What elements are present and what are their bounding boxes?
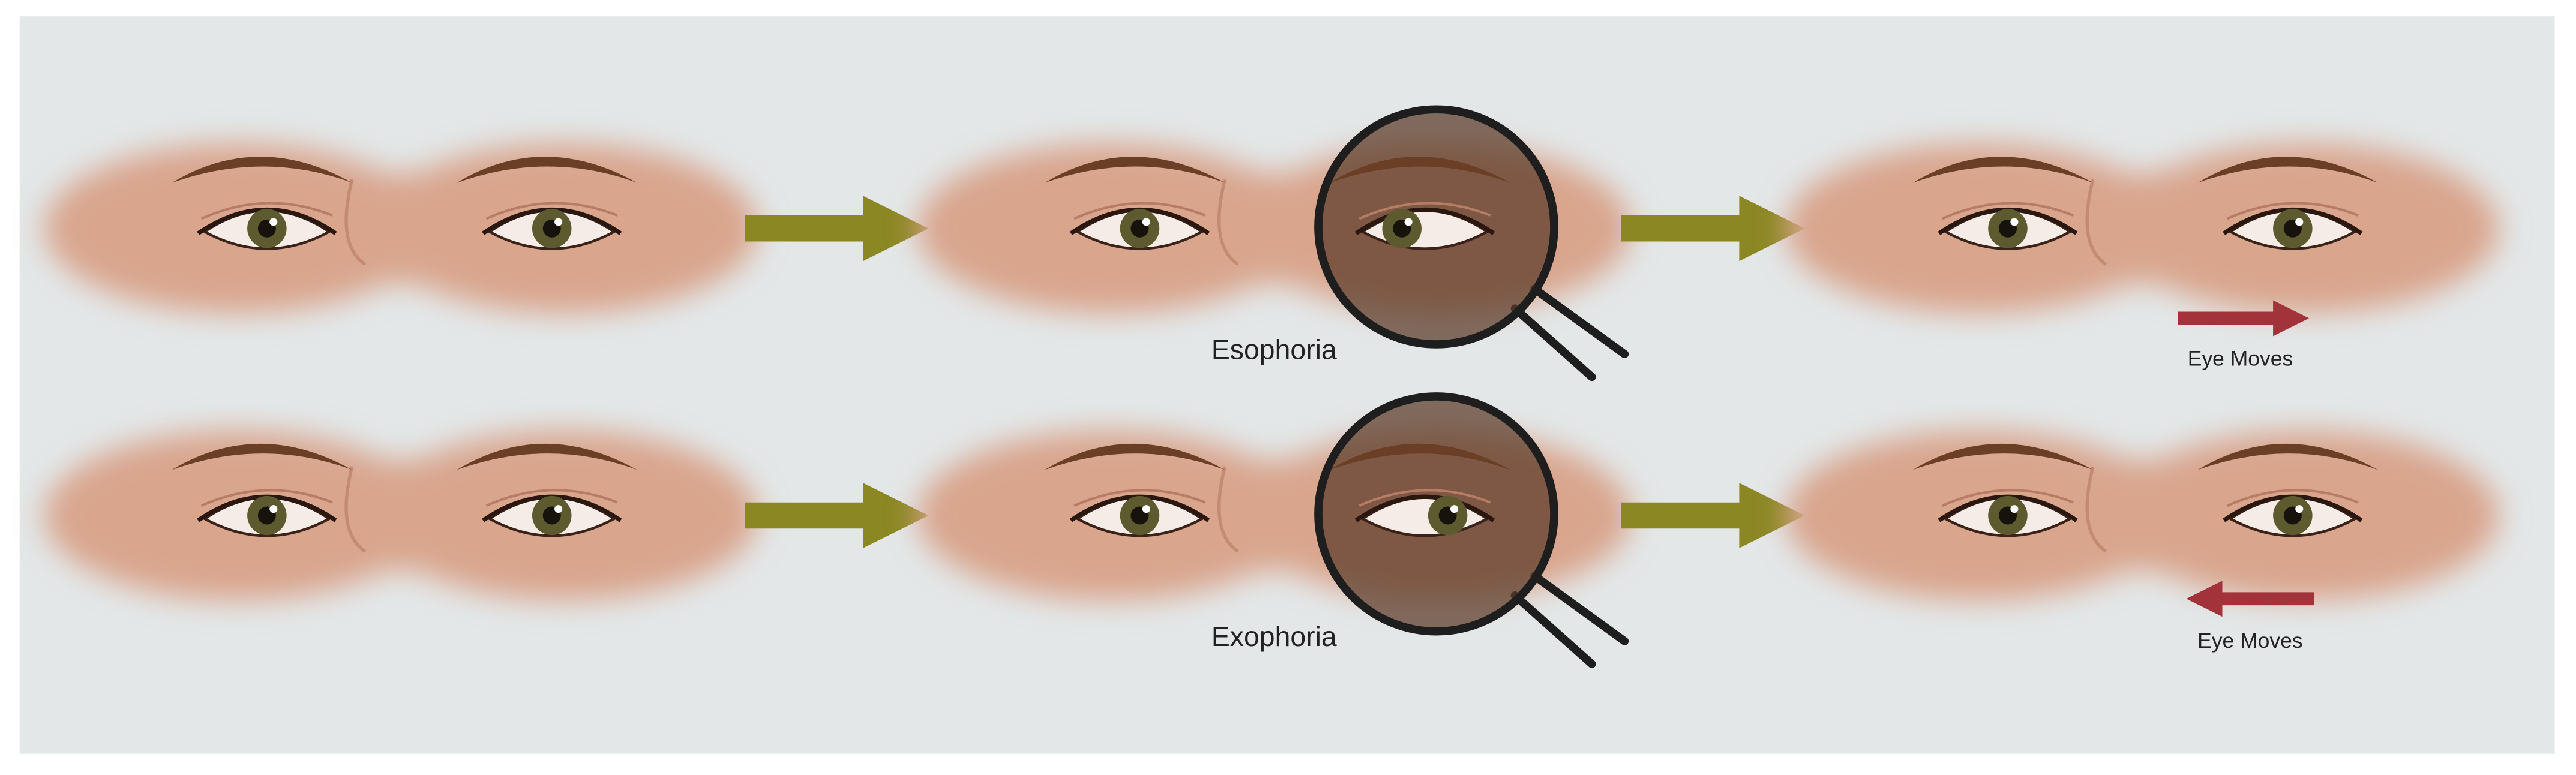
eyelash-line — [1354, 494, 1495, 522]
pupil-highlight — [1404, 218, 1413, 226]
eyebrow — [1045, 157, 1225, 183]
right-eye — [2197, 443, 2378, 537]
eyelid-crease — [1073, 202, 1206, 220]
magnifier-handle-right — [1530, 572, 1629, 645]
pupil-highlight — [554, 218, 563, 226]
right-eye — [457, 157, 637, 250]
eyebrow — [2197, 157, 2378, 183]
background-panel — [19, 16, 2555, 754]
step-arrow-row2-a — [745, 483, 929, 548]
eyebrow — [457, 443, 637, 470]
magnifier-row2 — [1314, 392, 1629, 668]
left-eye — [172, 157, 352, 250]
eyelid-crease — [2226, 489, 2359, 507]
pupil-highlight — [269, 218, 278, 226]
eyebrow — [1912, 157, 2093, 183]
left-eye — [1912, 443, 2093, 537]
eyelid-crease — [200, 489, 333, 507]
nose-shadow — [1217, 179, 1239, 266]
condition-label-esophoria: Esophoria — [1211, 334, 1337, 365]
magnifier-rim — [1314, 105, 1558, 349]
step-arrow-row2-b — [1621, 483, 1805, 548]
eyelid-crease — [485, 489, 618, 507]
nose-shadow — [2085, 466, 2107, 553]
condition-label-exophoria: Exophoria — [1211, 621, 1337, 652]
magnifier-row1 — [1314, 105, 1629, 382]
eyelid-crease — [1941, 202, 2074, 220]
left-eye — [172, 443, 352, 537]
nose-shadow — [2085, 179, 2107, 266]
pupil-highlight — [554, 505, 563, 513]
nose-shadow — [344, 179, 367, 266]
face-row2-result — [1785, 431, 2499, 600]
movement-label-row2: Eye Moves — [2197, 629, 2302, 653]
eyebrow — [1330, 443, 1510, 470]
eyebrow — [2197, 443, 2378, 470]
face-row2-initial — [44, 431, 758, 600]
eyebrow — [1045, 443, 1225, 470]
magnifier-handle-right — [1530, 284, 1629, 359]
face-row1-result — [1785, 143, 2499, 314]
left-eye — [1045, 157, 1225, 250]
pupil-highlight — [2295, 505, 2304, 513]
pupil-highlight — [269, 505, 278, 513]
eyelid-crease — [485, 202, 618, 220]
nose-shadow — [1217, 466, 1239, 553]
face-row1-initial — [44, 143, 758, 314]
eyelid-crease — [1359, 202, 1491, 220]
right-eye — [2197, 157, 2378, 250]
pupil-highlight — [2010, 218, 2019, 226]
step-arrow-row1-a — [745, 196, 929, 262]
eyebrow — [457, 157, 637, 183]
movement-arrow-row1-right — [2178, 300, 2310, 337]
eyelid-crease — [2226, 202, 2359, 220]
magnifier-handle-left — [1510, 304, 1596, 382]
diagram-layer — [44, 105, 2499, 668]
eyebrow — [172, 443, 352, 470]
left-eye — [1045, 443, 1225, 537]
movement-label-row1: Eye Moves — [2188, 346, 2293, 370]
pupil-highlight — [2010, 505, 2019, 513]
pupil-highlight — [1450, 505, 1459, 513]
eyelid-crease — [1941, 489, 2074, 507]
magnifier-rim — [1314, 392, 1558, 636]
left-eye — [1912, 157, 2093, 250]
magnified-eye-row1 — [1330, 157, 1510, 250]
eyelash-line — [1354, 208, 1495, 235]
magnified-eye-row2 — [1330, 443, 1510, 537]
eyelid-crease — [1359, 489, 1491, 507]
right-eye — [457, 443, 637, 537]
eyebrow — [172, 157, 352, 183]
pupil-highlight — [2295, 218, 2304, 226]
movement-arrow-row2-left — [2186, 581, 2314, 617]
eyelid-crease — [1073, 489, 1206, 507]
eyebrow — [1330, 157, 1510, 183]
magnifier-handle-left — [1510, 591, 1596, 668]
eyelid-crease — [200, 202, 333, 220]
pupil-highlight — [1142, 505, 1150, 513]
pupil-highlight — [1142, 218, 1150, 226]
eyebrow — [1912, 443, 2093, 470]
nose-shadow — [344, 466, 367, 553]
step-arrow-row1-b — [1621, 196, 1805, 262]
